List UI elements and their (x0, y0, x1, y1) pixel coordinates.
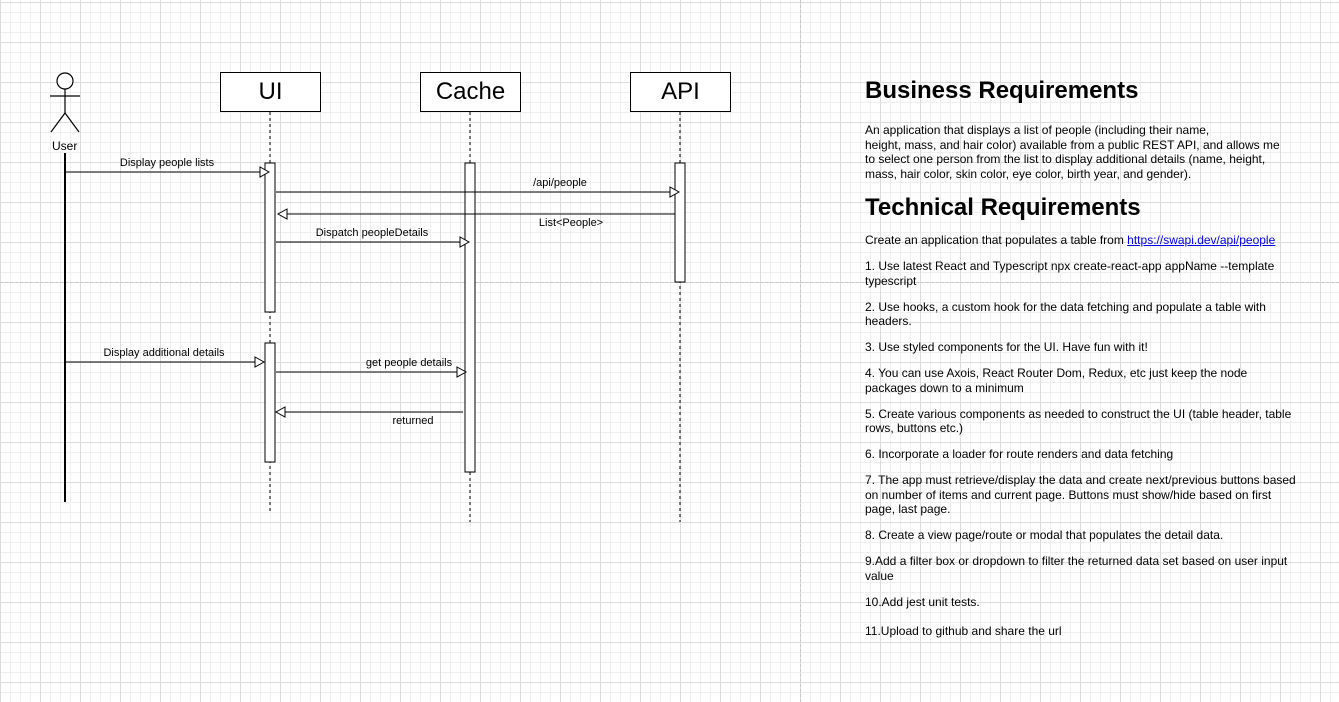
technical-intro: Create an application that populates a t… (865, 233, 1305, 248)
requirement-item: 1. Use latest React and Typescript npx c… (865, 259, 1305, 288)
participant-ui[interactable]: UI (220, 72, 321, 112)
text-line: value (865, 568, 894, 583)
text-line: packages down to a minimum (865, 380, 1024, 395)
text-line: 1. Use latest React and Typescript npx c… (865, 259, 1275, 273)
text-line: 2. Use hooks, a custom hook for the data… (865, 299, 1266, 314)
message-label: /api/people (533, 177, 587, 189)
sequence-diagram-canvas (50, 72, 686, 522)
api-activation-bar[interactable] (674, 162, 686, 283)
arrowhead-icon (254, 356, 266, 368)
arrowhead-icon (459, 236, 471, 248)
message-label: List<People> (538, 217, 604, 229)
page-break-vertical (800, 0, 801, 702)
message-label: Dispatch peopleDetails (315, 227, 429, 239)
arrowhead-icon (259, 166, 271, 178)
text-line: 4. You can use Axois, React Router Dom, … (865, 366, 1248, 380)
business-requirements-heading: Business Requirements (865, 77, 1139, 104)
arrowhead-icon (669, 186, 681, 198)
requirements-panel: Business Requirements An application tha… (865, 76, 1305, 650)
requirement-item: 2. Use hooks, a custom hook for the data… (865, 300, 1305, 329)
user-actor-icon[interactable] (50, 72, 80, 133)
text-line: mass, hair color, skin color, eye color,… (865, 166, 1192, 181)
text-line: 6. Incorporate a loader for route render… (865, 447, 1174, 461)
text-line: An application that displays a list of p… (865, 123, 1210, 137)
text-line: height, mass, and hair color) available … (865, 137, 1280, 152)
requirement-list: 1. Use latest React and Typescript npx c… (865, 259, 1305, 639)
text-line: rows, buttons etc.) (865, 421, 964, 435)
participant-cache[interactable]: Cache (420, 72, 521, 112)
message-label: returned (392, 415, 434, 427)
message-label: Display additional details (103, 347, 225, 359)
business-requirements-text: An application that displays a list of p… (865, 123, 1305, 181)
intro-text: Create an application that populates a t… (865, 233, 1128, 247)
actor-label: User (52, 139, 78, 153)
technical-requirements-heading: Technical Requirements (865, 194, 1141, 221)
ui-activation-bar[interactable] (264, 162, 276, 313)
text-line: on number of items and current page. But… (865, 487, 1272, 502)
text-line: typescript (865, 273, 917, 288)
page-break-horizontal (0, 282, 1339, 283)
requirement-item: 3. Use styled components for the UI. Hav… (865, 340, 1305, 355)
text-line: 5. Create various components as needed t… (865, 406, 1292, 421)
requirement-item: 4. You can use Axois, React Router Dom, … (865, 366, 1305, 395)
requirement-item: 8. Create a view page/route or modal tha… (865, 528, 1305, 543)
requirement-item: 11.Upload to github and share the url (865, 624, 1305, 639)
text-line: 11.Upload to github and share the url (865, 624, 1062, 638)
arrowhead-icon (456, 366, 468, 378)
message-label: Display people lists (119, 157, 215, 169)
ui-activation-bar[interactable] (264, 342, 276, 463)
requirement-item: 5. Create various components as needed t… (865, 407, 1305, 436)
text-line: to select one person from the list to di… (865, 152, 1266, 166)
text-line: 7. The app must retrieve/display the dat… (865, 473, 1296, 487)
cache-activation-bar[interactable] (464, 162, 476, 473)
text-line: headers. (865, 314, 912, 328)
participant-api[interactable]: API (630, 72, 731, 112)
arrowhead-icon (274, 406, 286, 418)
requirement-item: 6. Incorporate a loader for route render… (865, 447, 1305, 462)
message-label: get people details (365, 357, 453, 369)
text-line: 3. Use styled components for the UI. Hav… (865, 340, 1148, 354)
text-line: page, last page. (865, 502, 951, 516)
requirement-item: 7. The app must retrieve/display the dat… (865, 473, 1305, 517)
requirement-item: 9.Add a filter box or dropdown to filter… (865, 554, 1305, 583)
arrowhead-icon (276, 208, 288, 220)
text-line: 10.Add jest unit tests. (865, 594, 980, 609)
text-line: 8. Create a view page/route or modal tha… (865, 528, 1224, 542)
text-line: 9.Add a filter box or dropdown to filter… (865, 554, 1288, 568)
requirement-item: 10.Add jest unit tests. (865, 595, 1305, 610)
swapi-link[interactable]: https://swapi.dev/api/people (1127, 233, 1276, 247)
